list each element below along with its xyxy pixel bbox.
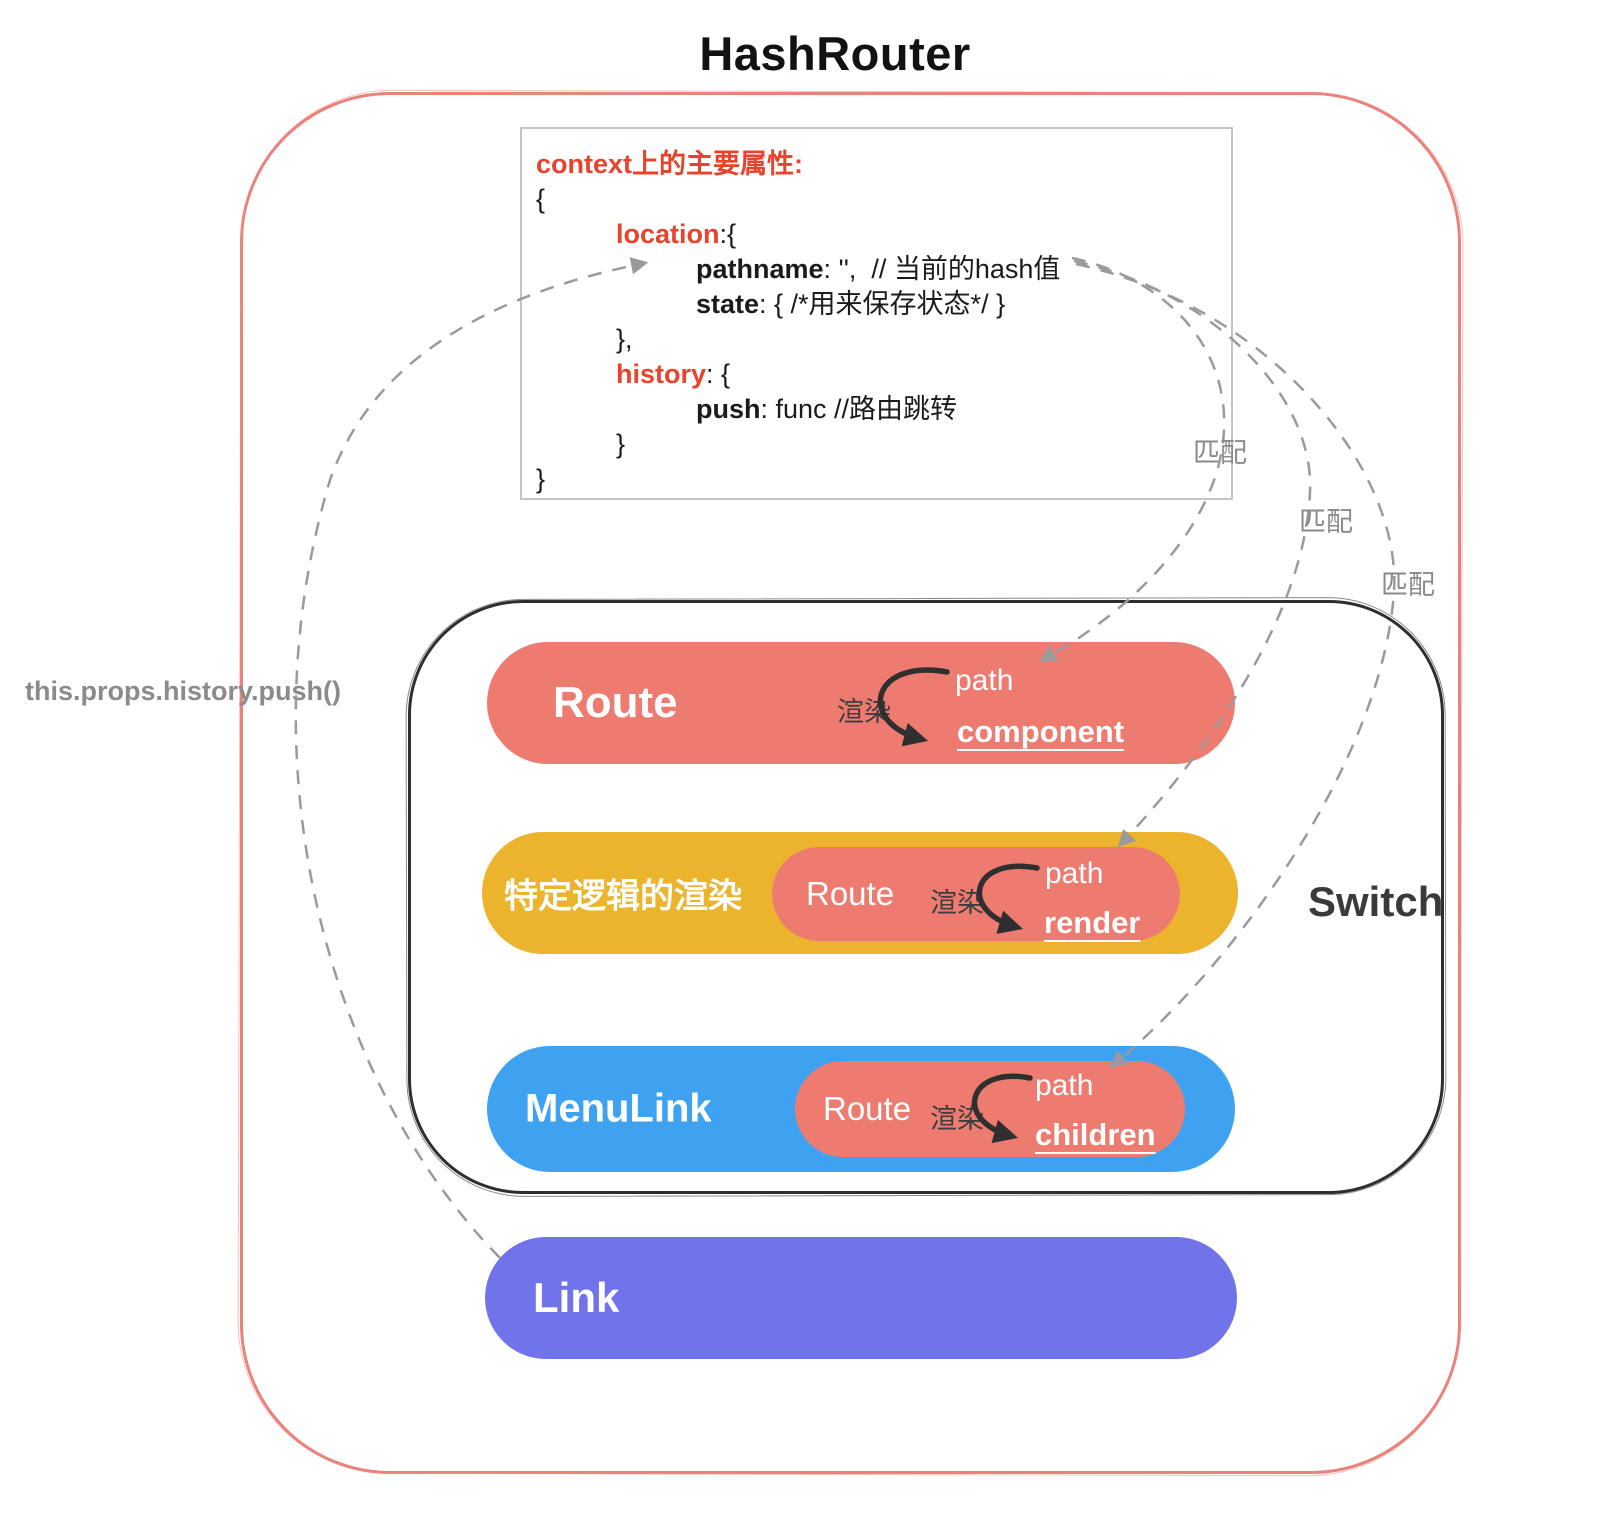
menulink-label: MenuLink: [525, 1086, 712, 1131]
code-text: : {: [706, 359, 731, 389]
render-annotation: 渲染: [930, 888, 984, 918]
path-label: path: [1045, 857, 1104, 890]
context-code-box: context上的主要属性: { location:{ pathname: ''…: [520, 127, 1233, 500]
code-keyword-history: history: [616, 359, 707, 389]
path-label: path: [955, 664, 1014, 697]
code-key-state: state: [696, 289, 760, 319]
render-annotation: 渲染: [930, 1104, 984, 1134]
menulink-pill: MenuLink Route 渲染 path children: [487, 1046, 1235, 1172]
route-pill: Route 渲染 path component: [487, 642, 1235, 764]
code-text: : { /*用来保存状态*/ }: [759, 289, 1006, 319]
conditional-render-label: 特定逻辑的渲染: [504, 877, 742, 916]
link-label: Link: [533, 1274, 620, 1321]
history-push-annotation: this.props.history.push(): [25, 676, 341, 706]
inner-route-pill: Route 渲染 path render: [772, 847, 1180, 941]
code-line: },: [536, 322, 1231, 357]
diagram-title: HashRouter: [699, 27, 971, 80]
code-text: {: [536, 184, 546, 214]
inner-route-pill: Route 渲染 path children: [795, 1061, 1185, 1157]
code-line: history: {: [536, 357, 1231, 392]
link-pill: Link: [485, 1237, 1237, 1359]
children-label: children: [1035, 1117, 1156, 1152]
code-key-pathname: pathname: [696, 254, 824, 284]
code-text: :{: [719, 219, 737, 249]
match-annotation: 匹配: [1299, 507, 1353, 537]
switch-label: Switch: [1308, 878, 1444, 925]
path-label: path: [1035, 1069, 1094, 1102]
code-line: pathname: '', // 当前的hash值: [536, 252, 1231, 287]
code-text: }: [536, 464, 546, 494]
code-key-push: push: [696, 394, 761, 424]
match-annotation: 匹配: [1381, 570, 1435, 600]
code-keyword-location: location: [616, 219, 720, 249]
inner-route-label: Route: [823, 1090, 912, 1127]
match-annotation: 匹配: [1193, 438, 1247, 468]
code-line: state: { /*用来保存状态*/ }: [536, 287, 1231, 322]
conditional-render-pill: 特定逻辑的渲染 Route 渲染 path render: [482, 832, 1238, 954]
code-text: : func //路由跳转: [760, 394, 958, 424]
code-line: {: [536, 182, 1231, 217]
render-annotation: 渲染: [837, 697, 891, 727]
code-line: }: [536, 427, 1231, 462]
code-line: push: func //路由跳转: [536, 392, 1231, 427]
render-prop-label: render: [1044, 905, 1141, 940]
inner-route-label: Route: [806, 875, 895, 912]
code-text: },: [616, 324, 633, 354]
code-text: }: [616, 429, 626, 459]
hashrouter-boundary: [240, 92, 1461, 1474]
component-label: component: [957, 714, 1125, 749]
route-label: Route: [553, 678, 678, 727]
code-line: }: [536, 462, 1231, 497]
code-heading: context上的主要属性:: [536, 149, 804, 179]
code-line: location:{: [536, 217, 1231, 252]
code-text: : '', // 当前的hash值: [823, 254, 1061, 284]
